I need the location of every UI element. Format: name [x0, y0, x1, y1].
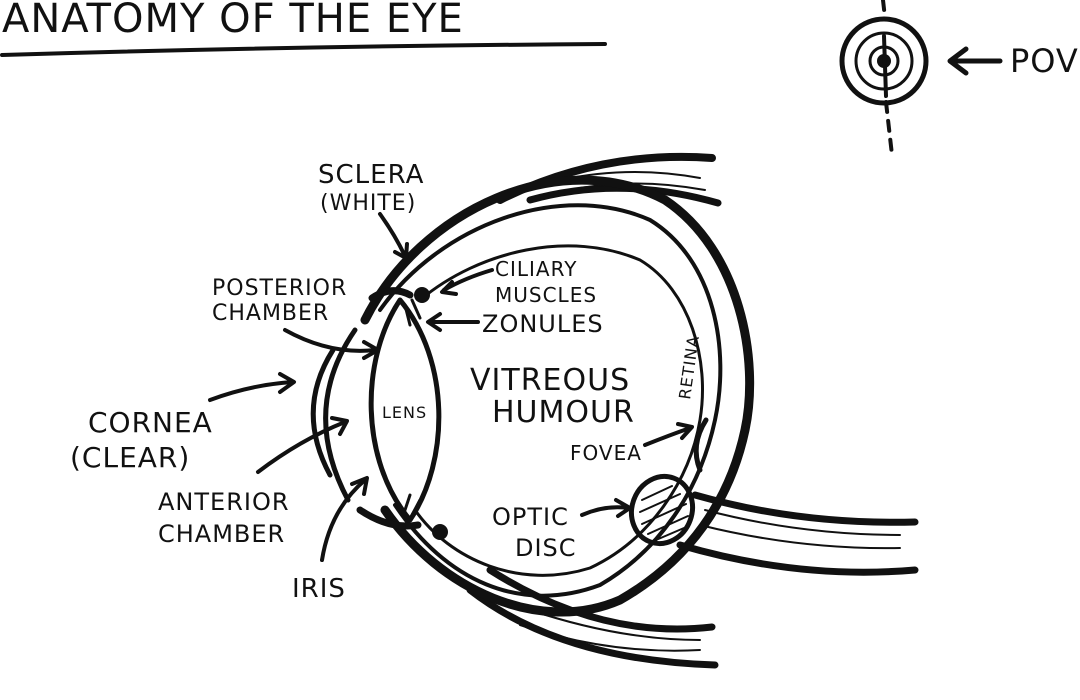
label-sclera: SCLERA — [318, 160, 424, 190]
fovea-notch — [693, 417, 709, 473]
label-anterior-2: CHAMBER — [158, 520, 285, 548]
label-vitreous-1: VITREOUS — [470, 363, 630, 398]
arrow-sclera — [378, 212, 409, 260]
label-ciliary-1: CILIARY — [495, 257, 577, 281]
label-anterior-1: ANTERIOR — [158, 488, 290, 516]
arrow-ciliary — [440, 268, 494, 296]
lower-eye-muscle — [466, 566, 719, 669]
label-zonules: ZONULES — [482, 310, 604, 338]
lens — [368, 297, 442, 523]
iris — [356, 287, 448, 540]
arrow-cornea — [208, 372, 296, 402]
pov-eye-icon — [839, 0, 929, 157]
diagram-title: ANATOMY OF THE EYE — [2, 0, 464, 42]
zonules — [403, 298, 422, 517]
arrow-anterior — [256, 416, 349, 474]
label-optic-1: OPTIC — [492, 503, 569, 531]
arrow-optic-disc — [580, 498, 632, 518]
label-cornea-note: (CLEAR) — [70, 441, 190, 474]
pov-arrow — [947, 46, 1003, 76]
retina-layer — [413, 244, 704, 577]
label-posterior-2: CHAMBER — [212, 301, 329, 326]
label-retina: RETINA — [675, 334, 703, 401]
cornea — [310, 327, 358, 503]
label-cornea: CORNEA — [88, 406, 213, 439]
pov-label: POV — [1010, 42, 1079, 80]
arrow-iris — [320, 476, 369, 562]
label-ciliary-2: MUSCLES — [495, 283, 597, 307]
label-posterior-1: POSTERIOR — [212, 276, 347, 301]
arrow-zonules — [426, 312, 480, 332]
label-fovea: FOVEA — [570, 441, 642, 465]
sclera-inner-wall — [378, 203, 723, 598]
arrow-fovea — [643, 422, 694, 447]
arrow-posterior — [283, 328, 380, 360]
optic-disc — [629, 473, 695, 547]
sclera-outer-wall — [360, 175, 755, 617]
label-iris: IRIS — [292, 574, 346, 604]
label-sclera-note: (WHITE) — [320, 191, 416, 216]
label-optic-2: DISC — [515, 534, 577, 562]
label-vitreous-2: HUMOUR — [492, 395, 635, 430]
label-lens: LENS — [382, 403, 427, 422]
title-underline — [0, 42, 607, 57]
